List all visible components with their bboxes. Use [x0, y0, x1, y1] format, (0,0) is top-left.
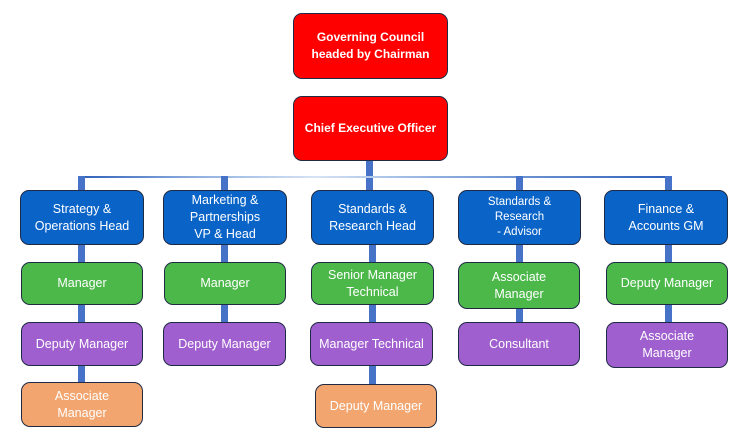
connector-col5-bus-to-head [665, 176, 672, 190]
standards-deputy-manager-node: Deputy Manager [315, 384, 437, 428]
ceo-node: Chief Executive Officer [293, 96, 448, 161]
connector-col4-head-to-l1 [516, 244, 523, 262]
marketing-head-node: Marketing & Partnerships VP & Head [163, 190, 287, 245]
connector-col2-bus-to-head [221, 176, 228, 190]
connector-col1-l2-to-l3 [78, 366, 85, 382]
marketing-deputy-manager-node: Deputy Manager [163, 322, 286, 366]
strategy-operations-head-node: Strategy & Operations Head [20, 190, 144, 245]
connector-col4-l1-to-l2 [516, 308, 523, 322]
connector-col3-head-to-l1 [369, 244, 376, 262]
finance-associate-manager-node: Associate Manager [606, 322, 728, 368]
consultant-node: Consultant [458, 322, 580, 366]
connector-col2-head-to-l1 [221, 244, 228, 262]
connector-col5-l1-to-l2 [665, 304, 672, 322]
strategy-manager-node: Manager [21, 262, 143, 305]
strategy-deputy-manager-node: Deputy Manager [21, 322, 143, 366]
finance-accounts-gm-node: Finance & Accounts GM [604, 190, 728, 245]
connector-col1-bus-to-head [78, 176, 85, 190]
connector-col1-l1-to-l2 [78, 304, 85, 322]
strategy-associate-manager-node: Associate Manager [21, 382, 143, 427]
standards-research-head-node: Standards & Research Head [311, 190, 434, 245]
connector-col1-head-to-l1 [78, 244, 85, 262]
finance-deputy-manager-node: Deputy Manager [606, 262, 728, 305]
connector-col5-head-to-l1 [665, 244, 672, 262]
governing-council-node: Governing Council headed by Chairman [293, 13, 448, 79]
standards-research-advisor-node: Standards & Research - Advisor [458, 190, 581, 245]
connector-horizontal-bus [79, 176, 671, 178]
connector-col3-l1-to-l2 [369, 304, 376, 322]
senior-manager-technical-node: Senior Manager Technical [311, 262, 434, 305]
connector-col2-l1-to-l2 [221, 304, 228, 322]
connector-col3-l2-to-l3 [369, 366, 376, 384]
marketing-manager-node: Manager [164, 262, 286, 305]
connector-ceo-to-bus [366, 160, 373, 190]
manager-technical-node: Manager Technical [310, 322, 433, 366]
connector-col4-bus-to-head [516, 176, 523, 190]
advisor-associate-manager-node: Associate Manager [458, 262, 580, 309]
